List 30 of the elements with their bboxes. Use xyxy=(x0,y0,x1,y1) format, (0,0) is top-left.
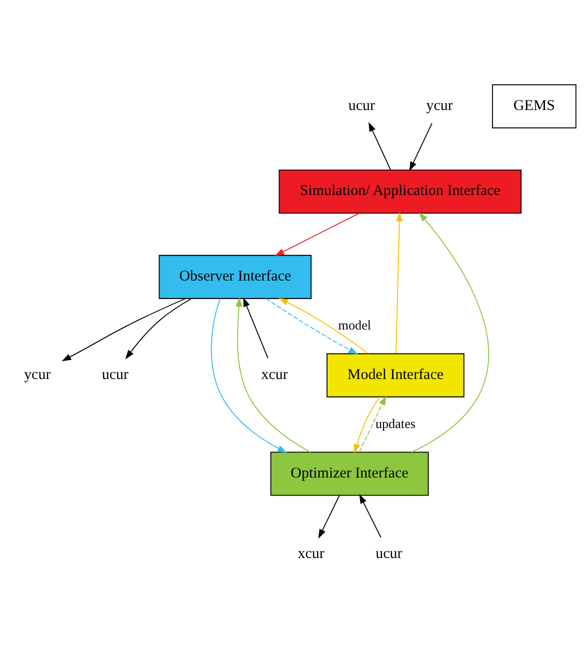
node-box: GEMS xyxy=(492,84,576,128)
node-text: xcur xyxy=(298,545,324,562)
arrow xyxy=(409,122,432,171)
node-box: Model Interface xyxy=(326,352,464,397)
node-text: ycur xyxy=(426,97,453,114)
node-box: Simulation/ Application Interface xyxy=(278,169,522,214)
arrow xyxy=(125,298,192,359)
arrow xyxy=(396,211,403,354)
arrow xyxy=(278,298,369,354)
arrow xyxy=(243,296,268,358)
edge-label: updates xyxy=(375,416,416,431)
arrow xyxy=(368,122,392,170)
arrow xyxy=(358,395,386,452)
arrow xyxy=(62,298,186,361)
arrow xyxy=(318,494,340,538)
node-text: ucur xyxy=(376,545,402,562)
arrow xyxy=(359,494,382,538)
edge-label: model xyxy=(338,317,372,332)
node-box: Optimizer Interface xyxy=(270,451,429,496)
node-text: ucur xyxy=(102,366,129,382)
arrow xyxy=(354,396,380,453)
arrow xyxy=(274,212,360,256)
node-text: ycur xyxy=(24,366,51,382)
arrow xyxy=(266,298,358,354)
node-box: Observer Interface xyxy=(158,254,312,298)
node-text: ucur xyxy=(348,97,376,114)
arrow xyxy=(236,296,311,452)
node-text: xcur xyxy=(261,366,288,382)
arrow xyxy=(210,298,287,452)
arrow xyxy=(411,212,490,452)
